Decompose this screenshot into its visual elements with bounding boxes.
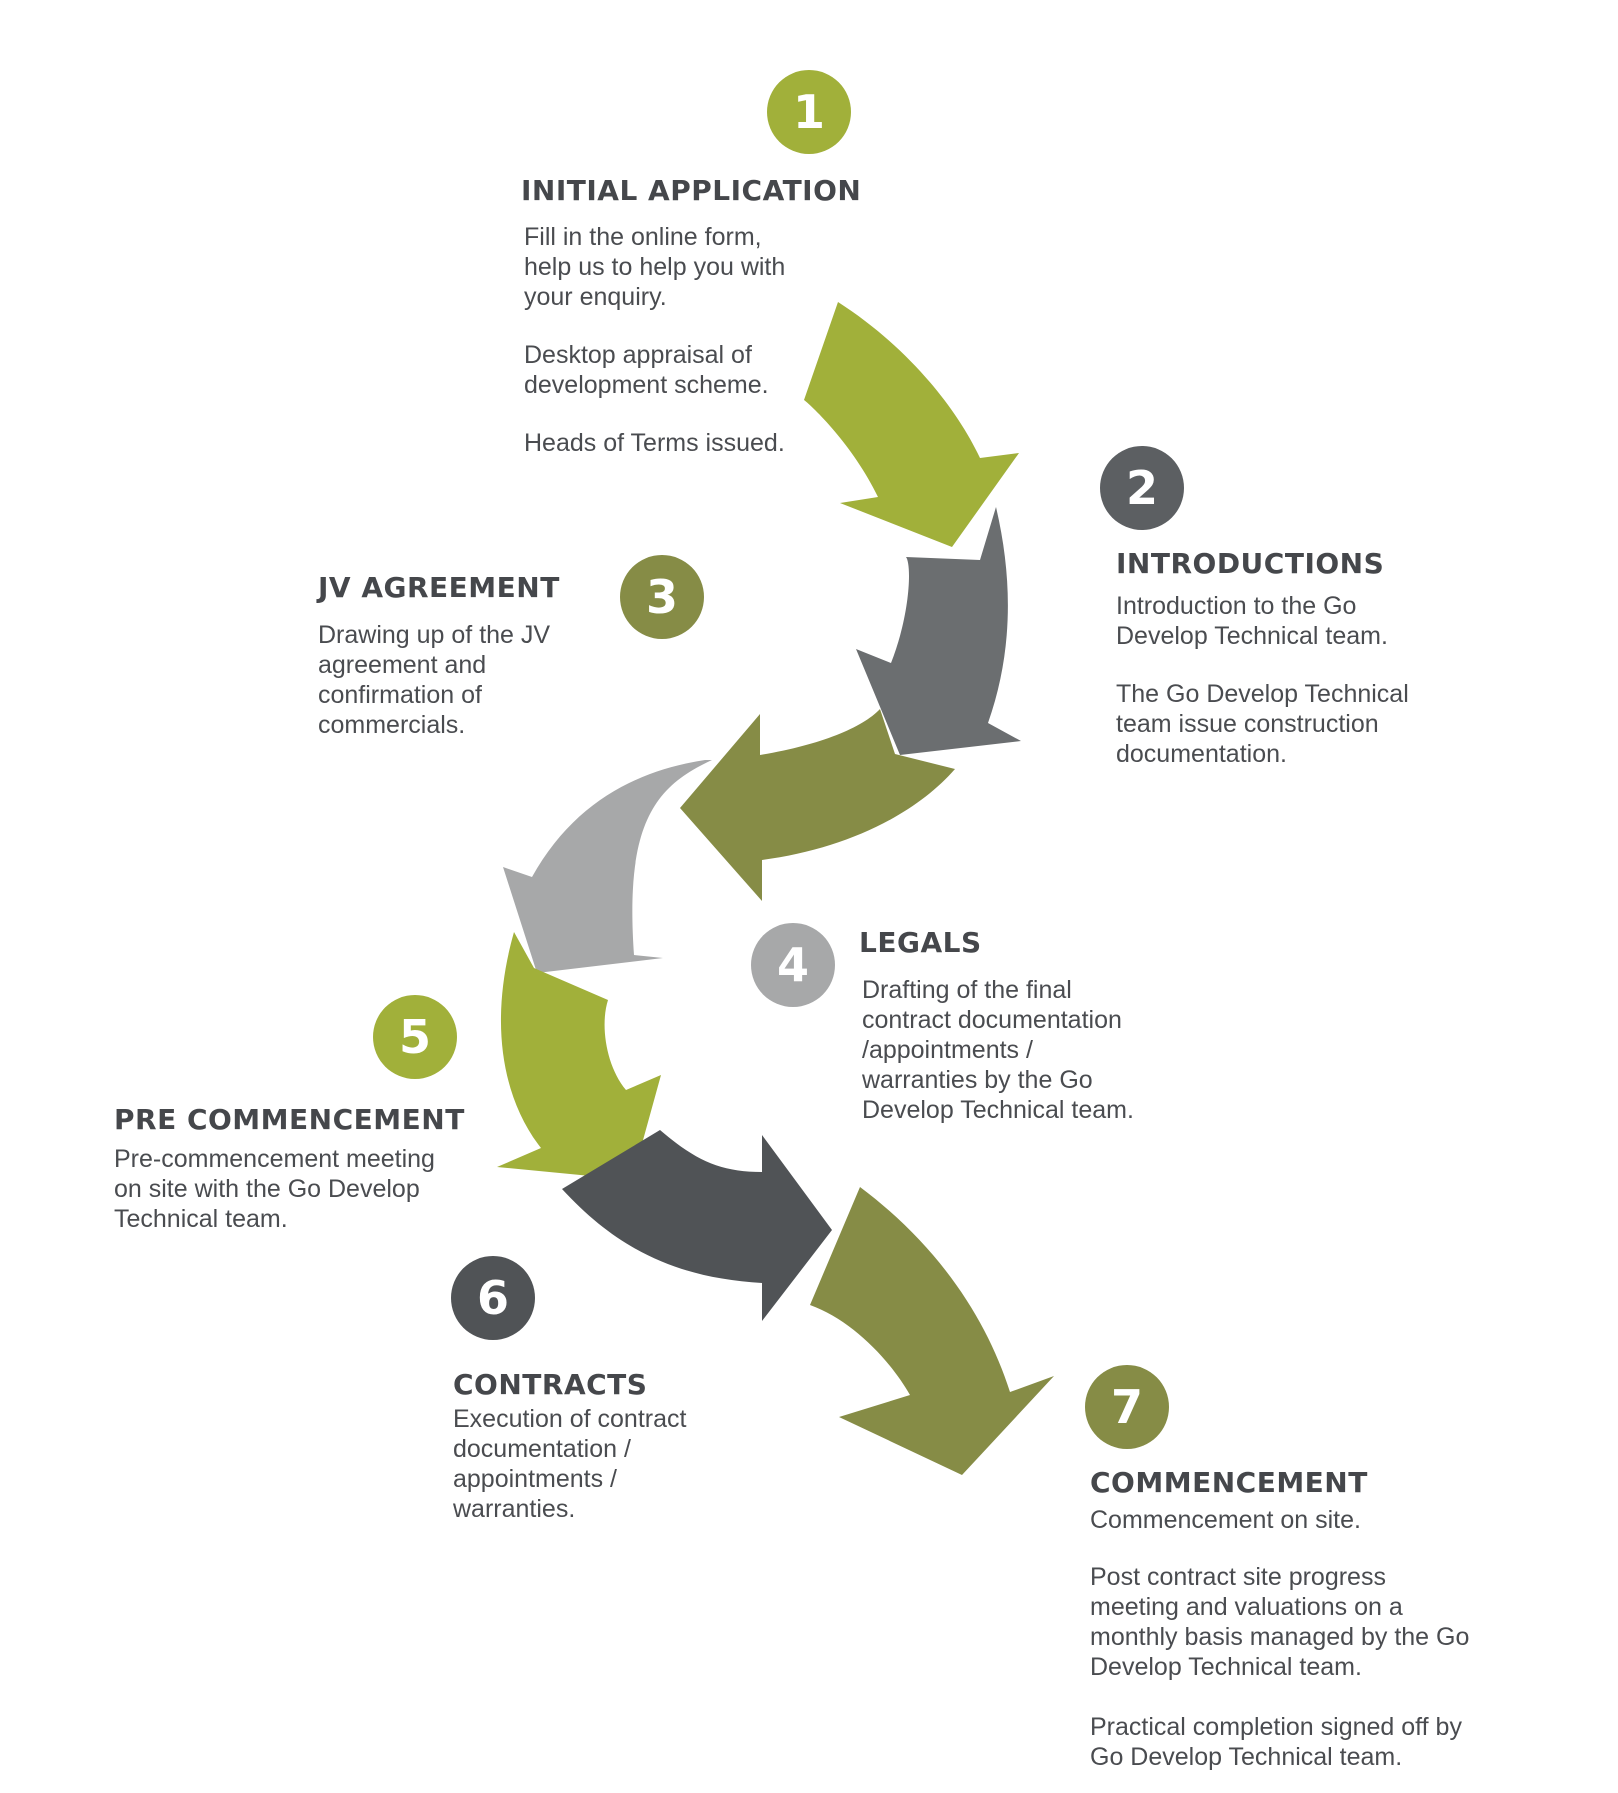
arrow-step-3 <box>680 709 955 901</box>
step-6-badge: 6 <box>451 1256 535 1340</box>
step-7-text-1: Commencement on site. <box>1090 1506 1361 1534</box>
arrow-step-4 <box>503 760 712 973</box>
step-7-badge: 7 <box>1085 1365 1169 1449</box>
arrow-step-2 <box>856 507 1021 755</box>
arrow-step-5 <box>497 932 661 1180</box>
step-2-title: INTRODUCTIONS <box>1116 547 1385 580</box>
step-1-text-1: Fill in the online form, help us to help… <box>524 223 786 311</box>
step-1-text-2: Desktop appraisal of development scheme. <box>524 341 769 399</box>
arrow-step-6 <box>562 1130 832 1321</box>
step-6-title: CONTRACTS <box>453 1368 648 1401</box>
arrow-step-1 <box>804 302 1019 547</box>
step-5-badge: 5 <box>373 995 457 1079</box>
step-5-text-1: Pre-commencement meeting on site with th… <box>114 1145 435 1233</box>
arrow-step-7 <box>810 1187 1054 1475</box>
step-1-text-3: Heads of Terms issued. <box>524 429 785 457</box>
step-4-badge: 4 <box>751 923 835 1007</box>
step-1-title: INITIAL APPLICATION <box>521 174 862 207</box>
step-3-text-1: Drawing up of the JV agreement and confi… <box>318 621 551 739</box>
step-2-badge: 2 <box>1100 446 1184 530</box>
step-2-text-1: Introduction to the Go Develop Technical… <box>1116 592 1388 650</box>
step-1-badge: 1 <box>767 70 851 154</box>
step-3-title: JV AGREEMENT <box>318 571 560 604</box>
step-2-text-2: The Go Develop Technical team issue cons… <box>1116 680 1409 768</box>
step-4-title: LEGALS <box>859 926 982 959</box>
step-3-badge: 3 <box>620 555 704 639</box>
step-7-title: COMMENCEMENT <box>1090 1466 1368 1499</box>
step-7-text-2: Post contract site progress meeting and … <box>1090 1563 1470 1681</box>
step-7-text-3: Practical completion signed off by Go De… <box>1090 1713 1462 1771</box>
step-5-title: PRE COMMENCEMENT <box>114 1103 465 1136</box>
step-4-text-1: Drafting of the final contract documenta… <box>862 976 1134 1124</box>
step-6-text-1: Execution of contract documentation / ap… <box>453 1405 687 1523</box>
